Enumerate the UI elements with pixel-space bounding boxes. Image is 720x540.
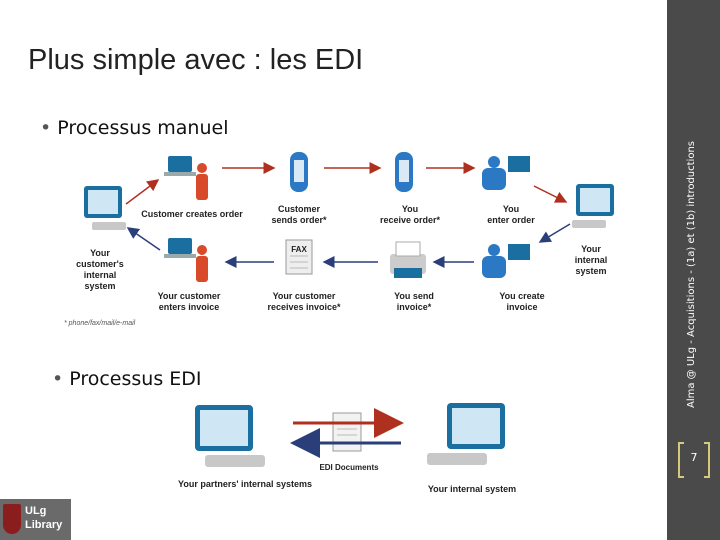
logo-line2: Library — [25, 519, 63, 531]
page-bracket-icon — [678, 442, 710, 478]
edi-process-diagram: EDI Documents Your partners' internal sy… — [165, 395, 547, 503]
label-customer-enters-invoice: Your customer enters invoice — [157, 291, 221, 312]
you-operator-invoice-icon — [482, 244, 530, 278]
page-number-box: 7 — [676, 440, 712, 480]
customer-order-person-icon — [164, 156, 208, 200]
label-edi-documents: EDI Documents — [319, 463, 379, 472]
ulg-shield-icon — [3, 504, 21, 534]
partner-computer-icon — [195, 405, 265, 467]
bullet-dot-icon: • — [52, 368, 64, 390]
manual-process-diagram: Your customer's internal system Customer… — [62, 146, 624, 337]
customer-invoice-person-icon — [164, 238, 208, 282]
bullet-dot-icon: • — [40, 117, 52, 139]
customer-phone-icon — [290, 152, 308, 192]
label-you-send-invoice: You send invoice* — [394, 291, 434, 312]
you-operator-order-icon — [482, 156, 530, 190]
fax-document-icon — [285, 239, 313, 275]
arrow-system-to-order — [125, 179, 160, 205]
side-text-label: Alma @ ULg - Acquisitions - (1a) et (1b)… — [686, 140, 697, 408]
label-customer-receives-invoice: Your customer receives invoice* — [267, 291, 341, 312]
side-text: Alma @ ULg - Acquisitions - (1a) et (1b)… — [682, 138, 704, 408]
bullet-edi-label: Processus EDI — [69, 368, 202, 390]
page-number: 7 — [690, 451, 698, 464]
edi-process-graphic — [195, 403, 505, 467]
bullet-edi: •Processus EDI — [52, 368, 202, 390]
edi-documents-icon — [332, 412, 362, 452]
arrow-operator-to-system — [533, 185, 568, 203]
logo-line1: ULg — [25, 505, 47, 517]
label-partners-systems: Your partners' internal systems — [177, 479, 313, 489]
label-edi-your-internal-system: Your internal system — [427, 484, 517, 494]
label-you-receive-order: You receive order* — [379, 204, 441, 225]
label-customer-system: Your customer's internal system — [76, 248, 124, 291]
customer-computer-icon — [84, 186, 126, 230]
side-bar — [667, 0, 720, 540]
label-fax: FAX — [291, 245, 307, 254]
your-computer-icon — [427, 403, 505, 465]
label-you-create-invoice: You create invoice — [499, 291, 545, 312]
you-phone-icon — [395, 152, 413, 192]
arrow-system-to-invoice — [538, 223, 571, 243]
bullet-manual-label: Processus manuel — [57, 117, 229, 139]
slide-title: Plus simple avec : les EDI — [28, 44, 364, 76]
manual-process-graphic — [84, 152, 614, 282]
arrow-customer-to-system — [126, 227, 161, 251]
label-customer-creates-order: Customer creates order — [141, 209, 243, 219]
label-footnote: * phone/fax/mail/e-mail — [64, 320, 136, 327]
internal-computer-icon — [572, 184, 614, 228]
label-your-internal-system: Your internal system — [574, 244, 608, 276]
bullet-manual: •Processus manuel — [40, 117, 228, 139]
ulg-library-logo: ULg Library — [0, 499, 71, 540]
label-customer-sends-order: Customer sends order* — [271, 204, 327, 225]
printer-icon — [390, 241, 426, 278]
label-you-enter-order: You enter order — [487, 204, 535, 225]
